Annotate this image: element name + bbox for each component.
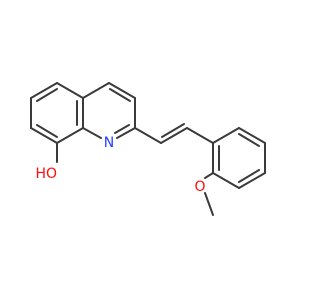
double-bond-inner bbox=[109, 88, 131, 102]
bond bbox=[212, 172, 240, 189]
nitrogen-atom-label: N bbox=[104, 135, 114, 151]
bond bbox=[56, 127, 84, 144]
molecule-structure: N HO O bbox=[0, 0, 300, 300]
methoxy-oxygen-label: O bbox=[194, 179, 205, 195]
bond bbox=[204, 172, 214, 179]
bond bbox=[56, 82, 84, 99]
double-bond-inner bbox=[36, 88, 58, 102]
vinyl-linker bbox=[134, 123, 214, 144]
bond bbox=[134, 127, 162, 144]
double-bond-inner bbox=[161, 123, 185, 138]
bond bbox=[30, 82, 58, 99]
double-bond-inner bbox=[36, 124, 58, 138]
double-bond-inner bbox=[114, 124, 130, 134]
bond bbox=[82, 82, 110, 99]
methoxyphenyl-ring bbox=[212, 127, 266, 189]
bond bbox=[108, 82, 136, 99]
bond bbox=[30, 127, 58, 144]
bond bbox=[238, 127, 266, 144]
bond bbox=[204, 192, 214, 216]
double-bond-inner bbox=[238, 169, 260, 183]
bond bbox=[116, 127, 136, 139]
structure-canvas: N HO O bbox=[0, 0, 300, 300]
quinoline-pyridine-ring bbox=[82, 82, 136, 139]
bond bbox=[212, 127, 240, 144]
quinoline-benzo-ring bbox=[30, 82, 84, 144]
methoxy-group bbox=[204, 172, 214, 216]
bond bbox=[160, 127, 188, 144]
bond bbox=[186, 127, 214, 144]
background bbox=[0, 0, 300, 300]
double-bond-inner bbox=[238, 133, 260, 147]
bond bbox=[238, 172, 266, 189]
bond bbox=[82, 127, 102, 139]
hydroxyl-label: HO bbox=[35, 166, 57, 182]
